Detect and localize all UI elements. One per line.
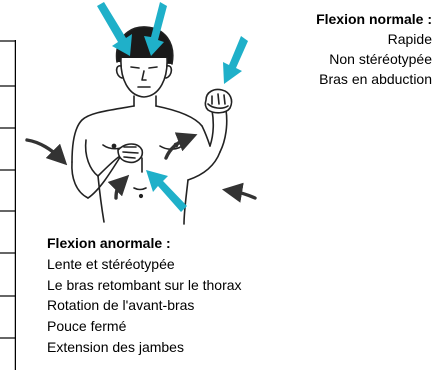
abnormal-flexion-title: Flexion anormale : <box>47 233 367 254</box>
motion-arrow-lower-right <box>232 191 255 198</box>
abnormal-flexion-item: Lente et stéréotypée <box>47 254 367 275</box>
abnormal-flexion-item: Pouce fermé <box>47 316 367 337</box>
normal-flexion-item: Non stéréotypée <box>232 49 432 69</box>
stimulus-arrow-head-left <box>97 2 132 56</box>
normal-flexion-block: Flexion normale : Rapide Non stéréotypée… <box>232 9 432 89</box>
abnormal-flexion-block: Flexion anormale : Lente et stéréotypée … <box>47 233 367 358</box>
normal-flexion-item: Rapide <box>232 29 432 49</box>
abnormal-flexion-item: Le bras retombant sur le thorax <box>47 275 367 296</box>
motion-arrow-left-shoulder <box>27 140 60 158</box>
motion-arrow-forearm <box>116 182 122 198</box>
abnormal-flexion-item: Rotation de l'avant-bras <box>47 295 367 316</box>
normal-flexion-title: Flexion normale : <box>232 9 432 29</box>
normal-flexion-item: Bras en abduction <box>232 69 432 89</box>
stimulus-arrow-chest <box>146 170 187 212</box>
abnormal-flexion-item: Extension des jambes <box>47 337 367 358</box>
patient-body <box>72 27 232 224</box>
